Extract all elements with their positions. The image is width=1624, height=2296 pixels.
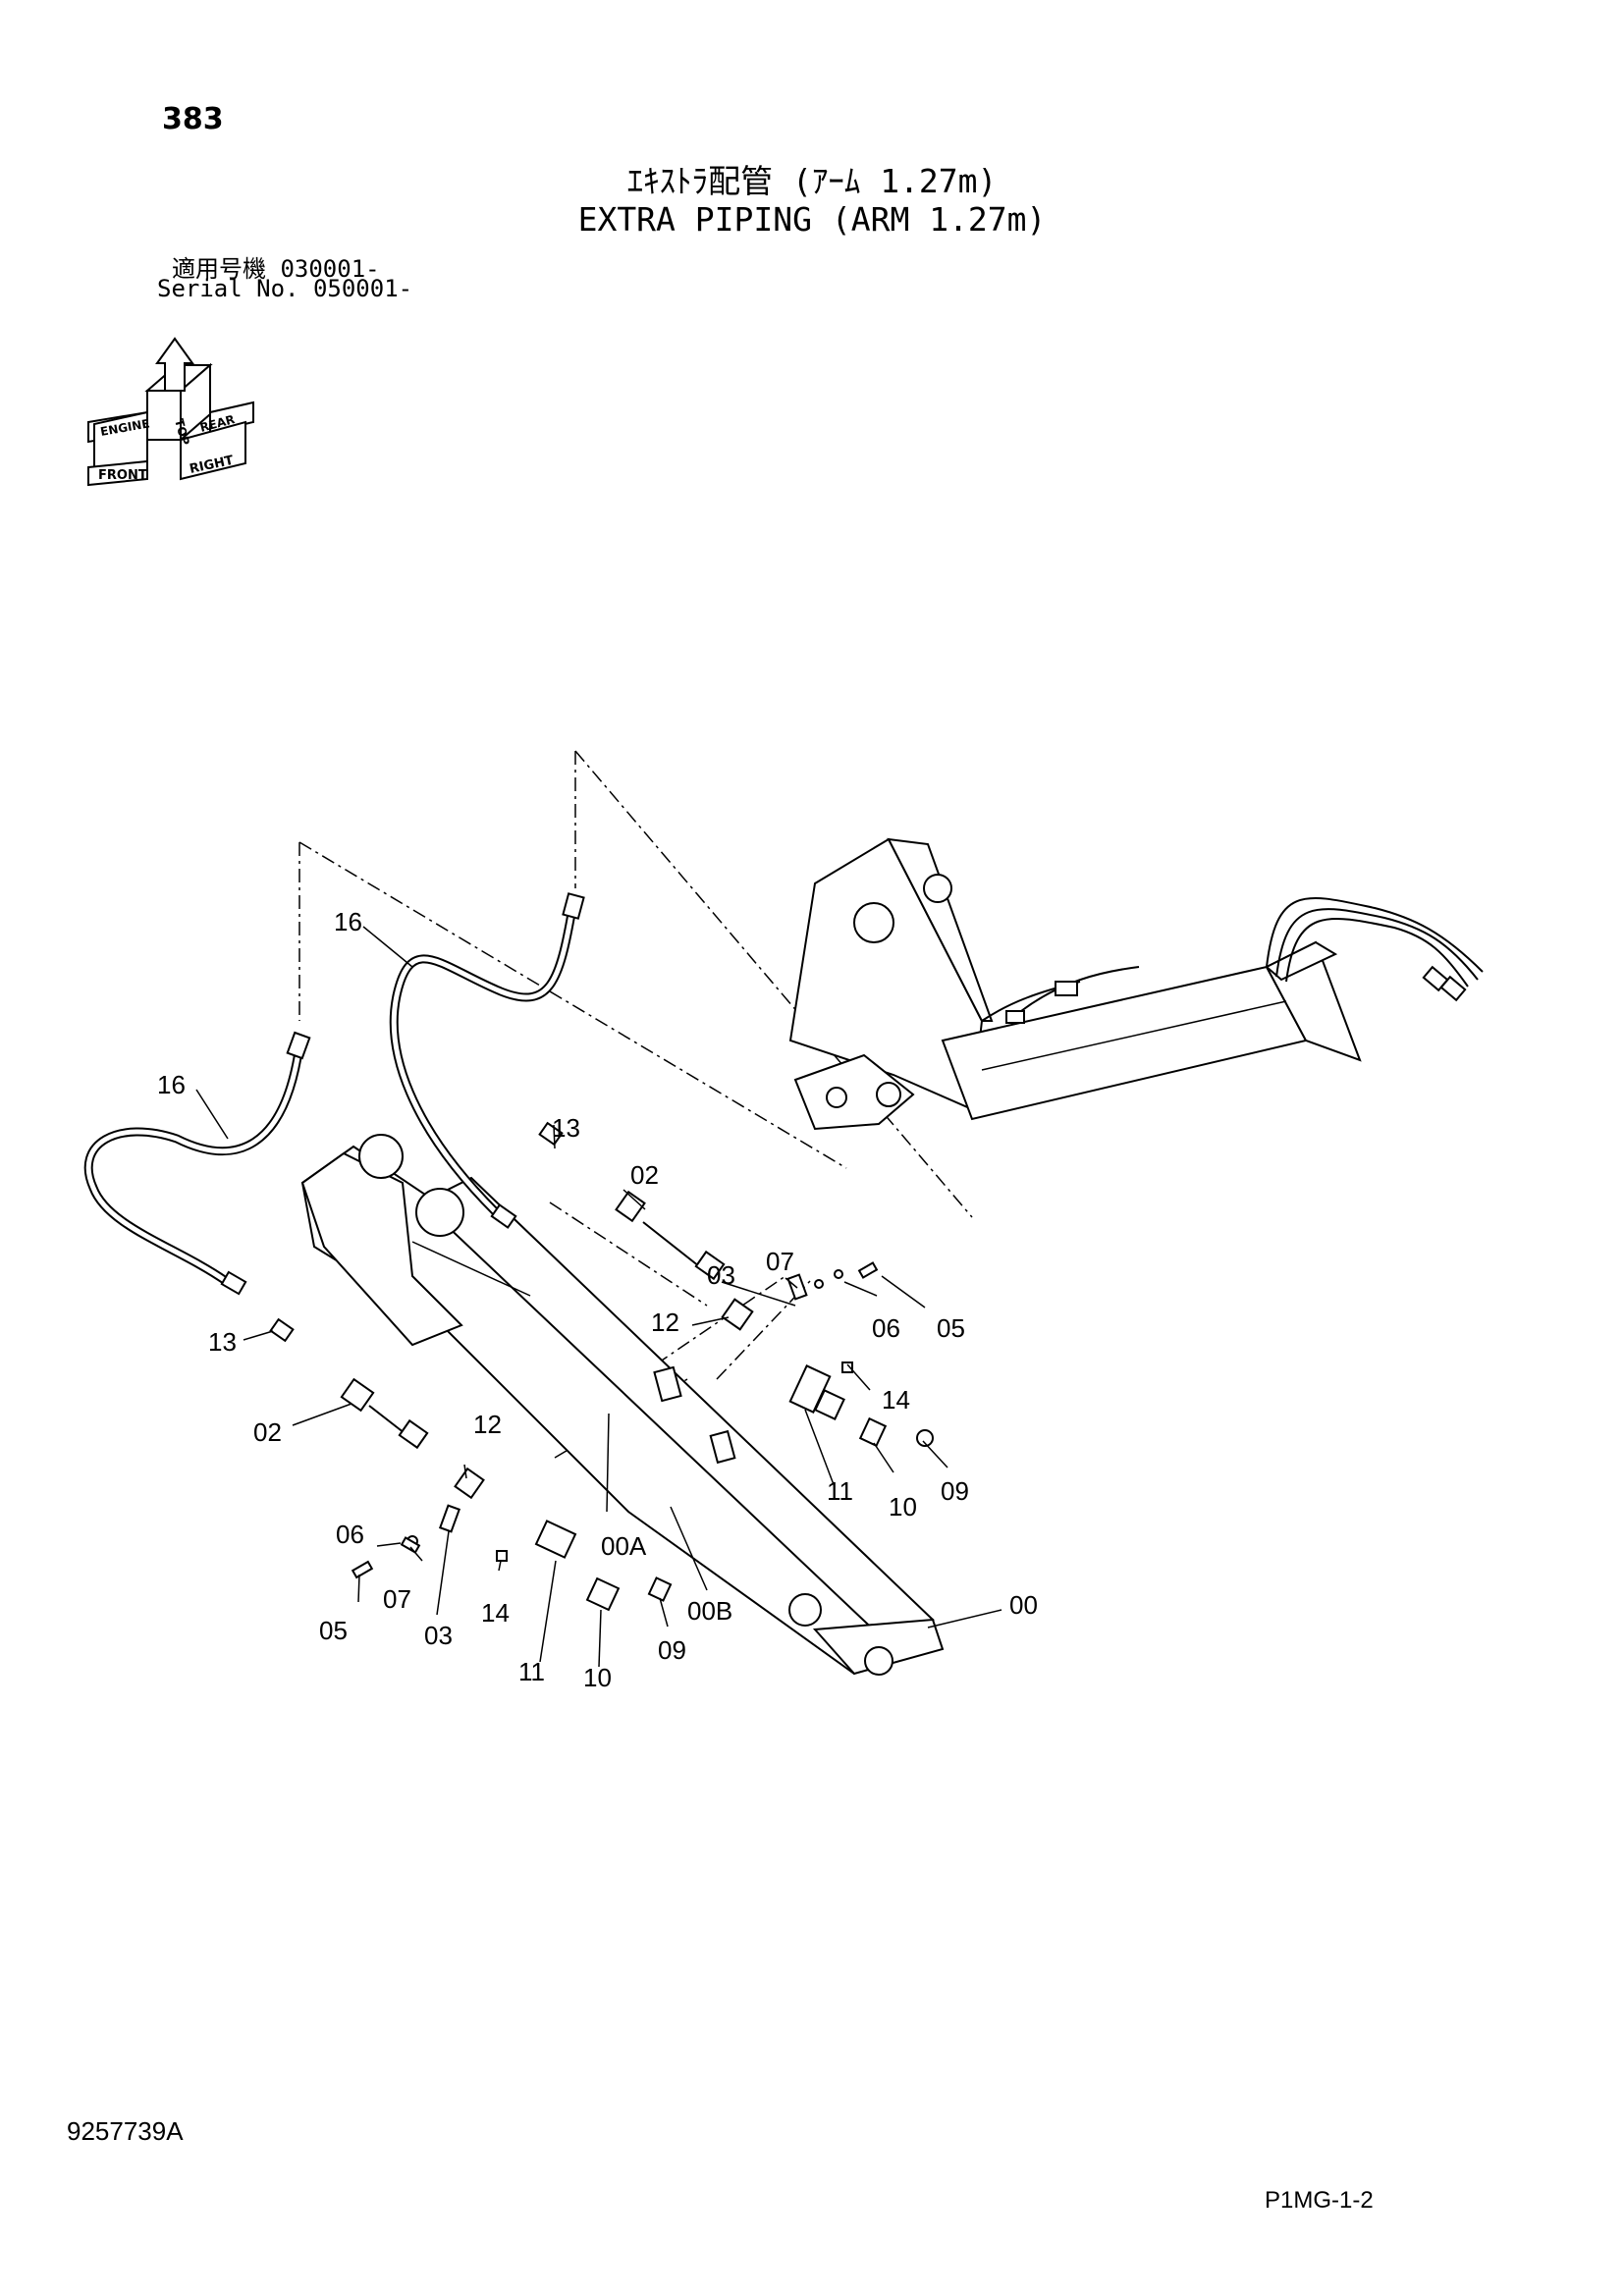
callout-00: 00 xyxy=(1009,1590,1038,1620)
hose-16-right xyxy=(389,892,585,1229)
callouts: 16 16 13 13 02 02 03 03 07 07 06 06 05 0… xyxy=(157,907,1038,1692)
leader-lines xyxy=(195,926,1002,1668)
callout-02b: 02 xyxy=(253,1417,282,1447)
callout-05b: 05 xyxy=(319,1616,348,1645)
callout-09b: 09 xyxy=(658,1635,686,1665)
callout-16b: 16 xyxy=(157,1070,186,1099)
callout-10b: 10 xyxy=(583,1663,612,1692)
callout-11a: 11 xyxy=(827,1476,853,1506)
orientation-label-front: FRONT xyxy=(98,468,147,483)
callout-14b: 14 xyxy=(481,1598,510,1628)
callout-16a: 16 xyxy=(334,907,362,936)
document-id: 9257739A xyxy=(67,2116,184,2146)
serial-japanese: 適用号機 030001- xyxy=(172,255,380,283)
callout-13b: 13 xyxy=(208,1327,237,1357)
callout-13a: 13 xyxy=(552,1113,580,1143)
callout-09a: 09 xyxy=(941,1476,969,1506)
serial-english: Serial No. 050001- xyxy=(157,275,413,302)
boom-assembly xyxy=(788,837,1484,1131)
arm-structure xyxy=(300,1134,945,1676)
hose-16-left xyxy=(83,1031,311,1296)
title-japanese: ｴｷｽﾄﾗ配管 (ｱｰﾑ 1.27m) xyxy=(626,162,998,200)
orientation-icon: ENGINE TOP REAR FRONT RIGHT xyxy=(87,337,254,487)
title-english: EXTRA PIPING (ARM 1.27m) xyxy=(577,200,1047,239)
fittings-left xyxy=(269,1317,673,1612)
callout-10a: 10 xyxy=(889,1492,917,1522)
callout-12a: 12 xyxy=(651,1308,679,1337)
callout-06a: 06 xyxy=(872,1313,900,1343)
callout-00b: 00B xyxy=(687,1596,732,1626)
callout-06b: 06 xyxy=(336,1520,364,1549)
callout-14a: 14 xyxy=(882,1385,910,1415)
callout-05a: 05 xyxy=(937,1313,965,1343)
callout-03a: 03 xyxy=(707,1260,735,1290)
callout-07a: 07 xyxy=(766,1247,794,1276)
callout-00a: 00A xyxy=(601,1531,647,1561)
callout-03b: 03 xyxy=(424,1621,453,1650)
callout-07b: 07 xyxy=(383,1584,411,1614)
callout-11b: 11 xyxy=(518,1657,545,1686)
callout-02a: 02 xyxy=(630,1160,659,1190)
callout-12b: 12 xyxy=(473,1410,502,1439)
sheet-code: P1MG-1-2 xyxy=(1265,2187,1374,2214)
fittings-right xyxy=(538,1121,934,1448)
orientation-label-top: TOP xyxy=(172,417,192,447)
page-number: 383 xyxy=(162,102,224,136)
